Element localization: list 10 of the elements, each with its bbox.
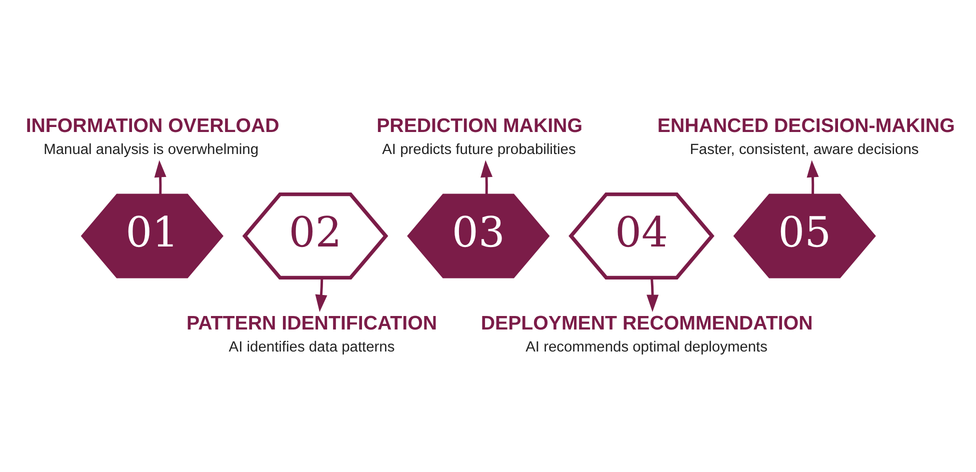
node-text: INFORMATION OVERLOAD Manual analysis is overwhelming <box>25 115 279 158</box>
arrow <box>646 278 658 312</box>
arrow <box>806 160 818 194</box>
arrow <box>480 160 492 194</box>
node-text: ENHANCED DECISION-MAKING Faster, consistent, aware decisions <box>656 115 954 158</box>
node-text: PREDICTION MAKING AI predicts future probabilities <box>376 115 582 158</box>
arrow <box>154 160 166 194</box>
arrow <box>314 278 327 312</box>
node-text: DEPLOYMENT RECOMMENDATION AI recommends optimal deployments <box>480 312 812 356</box>
node-text: PATTERN IDENTIFICATION AI identifies data patterns <box>186 312 437 356</box>
